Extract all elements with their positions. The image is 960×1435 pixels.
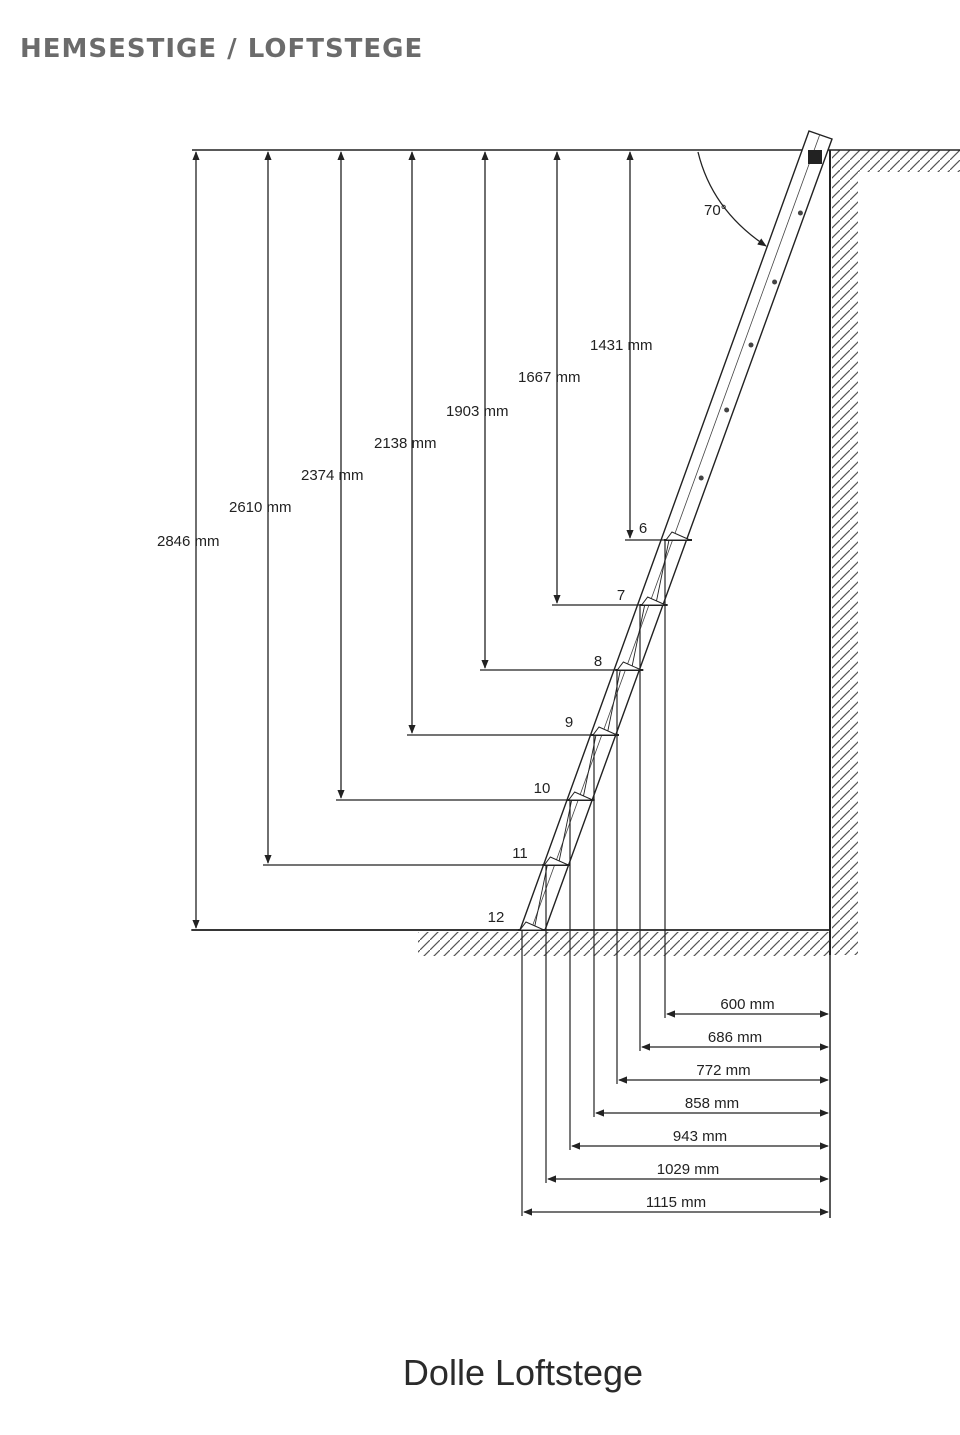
height-dimension-label: 2138 mm	[374, 435, 437, 452]
height-dimension-label: 1667 mm	[518, 369, 581, 386]
height-dimension-label: 2374 mm	[301, 467, 364, 484]
step-number: 11	[512, 845, 528, 862]
height-dimension: 2846 mm	[157, 151, 520, 931]
step-number: 7	[617, 587, 625, 604]
height-dimensions: 1431 mm 1667 mm 1903 mm 2138 mm 2374 mm 2610 …	[157, 151, 666, 931]
width-dimension: 858 mm	[593, 735, 829, 1117]
width-dimension-label: 600 mm	[720, 996, 774, 1013]
height-dimension-label: 2610 mm	[229, 499, 292, 516]
ladder-hook	[808, 150, 822, 164]
width-dimension-label: 943 mm	[673, 1128, 727, 1145]
height-dimension: 1903 mm	[446, 151, 618, 671]
ladder	[518, 130, 833, 931]
width-dimension: 772 mm	[616, 670, 829, 1084]
ladder-tread	[557, 791, 595, 866]
width-dimension: 686 mm	[639, 605, 829, 1051]
width-dimension-label: 1115 mm	[646, 1194, 706, 1211]
height-dimension: 2610 mm	[229, 151, 545, 866]
ladder-tread	[655, 531, 692, 606]
height-dimension: 2138 mm	[374, 151, 593, 736]
angle-indicator: 70°	[697, 151, 767, 247]
step-number: 10	[534, 780, 551, 797]
height-dimension-label: 2846 mm	[157, 533, 220, 550]
ladder-tread	[533, 856, 571, 931]
width-dimension: 1029 mm	[545, 865, 829, 1183]
height-dimension-label: 1431 mm	[590, 337, 653, 354]
width-dimension-label: 1029 mm	[657, 1161, 720, 1178]
step-labels: 6 7 8 9 10 11 12	[488, 520, 648, 926]
rung-pin	[698, 475, 704, 481]
step-number: 8	[594, 653, 602, 670]
step-number: 9	[565, 714, 573, 731]
rung-pin	[724, 407, 730, 413]
width-dimension-label: 772 mm	[696, 1062, 750, 1079]
page-title: HEMSESTIGE / LOFTSTEGE	[20, 34, 424, 64]
ladder-tread	[518, 921, 546, 931]
height-dimension: 1431 mm	[590, 151, 666, 541]
rung-pin	[748, 342, 754, 348]
width-dimension: 600 mm	[664, 540, 829, 1018]
height-dimension: 1667 mm	[518, 151, 642, 606]
ladder-stringer-inner	[530, 133, 821, 931]
ladder-tread	[606, 661, 644, 736]
rung-pin	[772, 279, 778, 285]
width-dimensions: 600 mm 686 mm 772 mm 858 mm 943 mm 1029 mm 111…	[521, 540, 831, 1218]
wall-hatching	[829, 149, 960, 955]
floor-hatching	[418, 932, 830, 956]
step-number: 6	[639, 520, 647, 537]
width-dimension-label: 858 mm	[685, 1095, 739, 1112]
ladder-tread	[630, 596, 668, 671]
width-dimension-label: 686 mm	[708, 1029, 762, 1046]
height-dimension: 2374 mm	[301, 151, 569, 801]
width-dimension: 1115 mm	[521, 930, 829, 1216]
image-caption: Dolle Loftstege	[402, 1352, 644, 1393]
width-dimension: 943 mm	[569, 800, 829, 1150]
step-number: 12	[488, 909, 505, 926]
angle-label: 70°	[704, 202, 727, 219]
height-dimension-label: 1903 mm	[446, 403, 509, 420]
rung-pin	[797, 210, 803, 216]
